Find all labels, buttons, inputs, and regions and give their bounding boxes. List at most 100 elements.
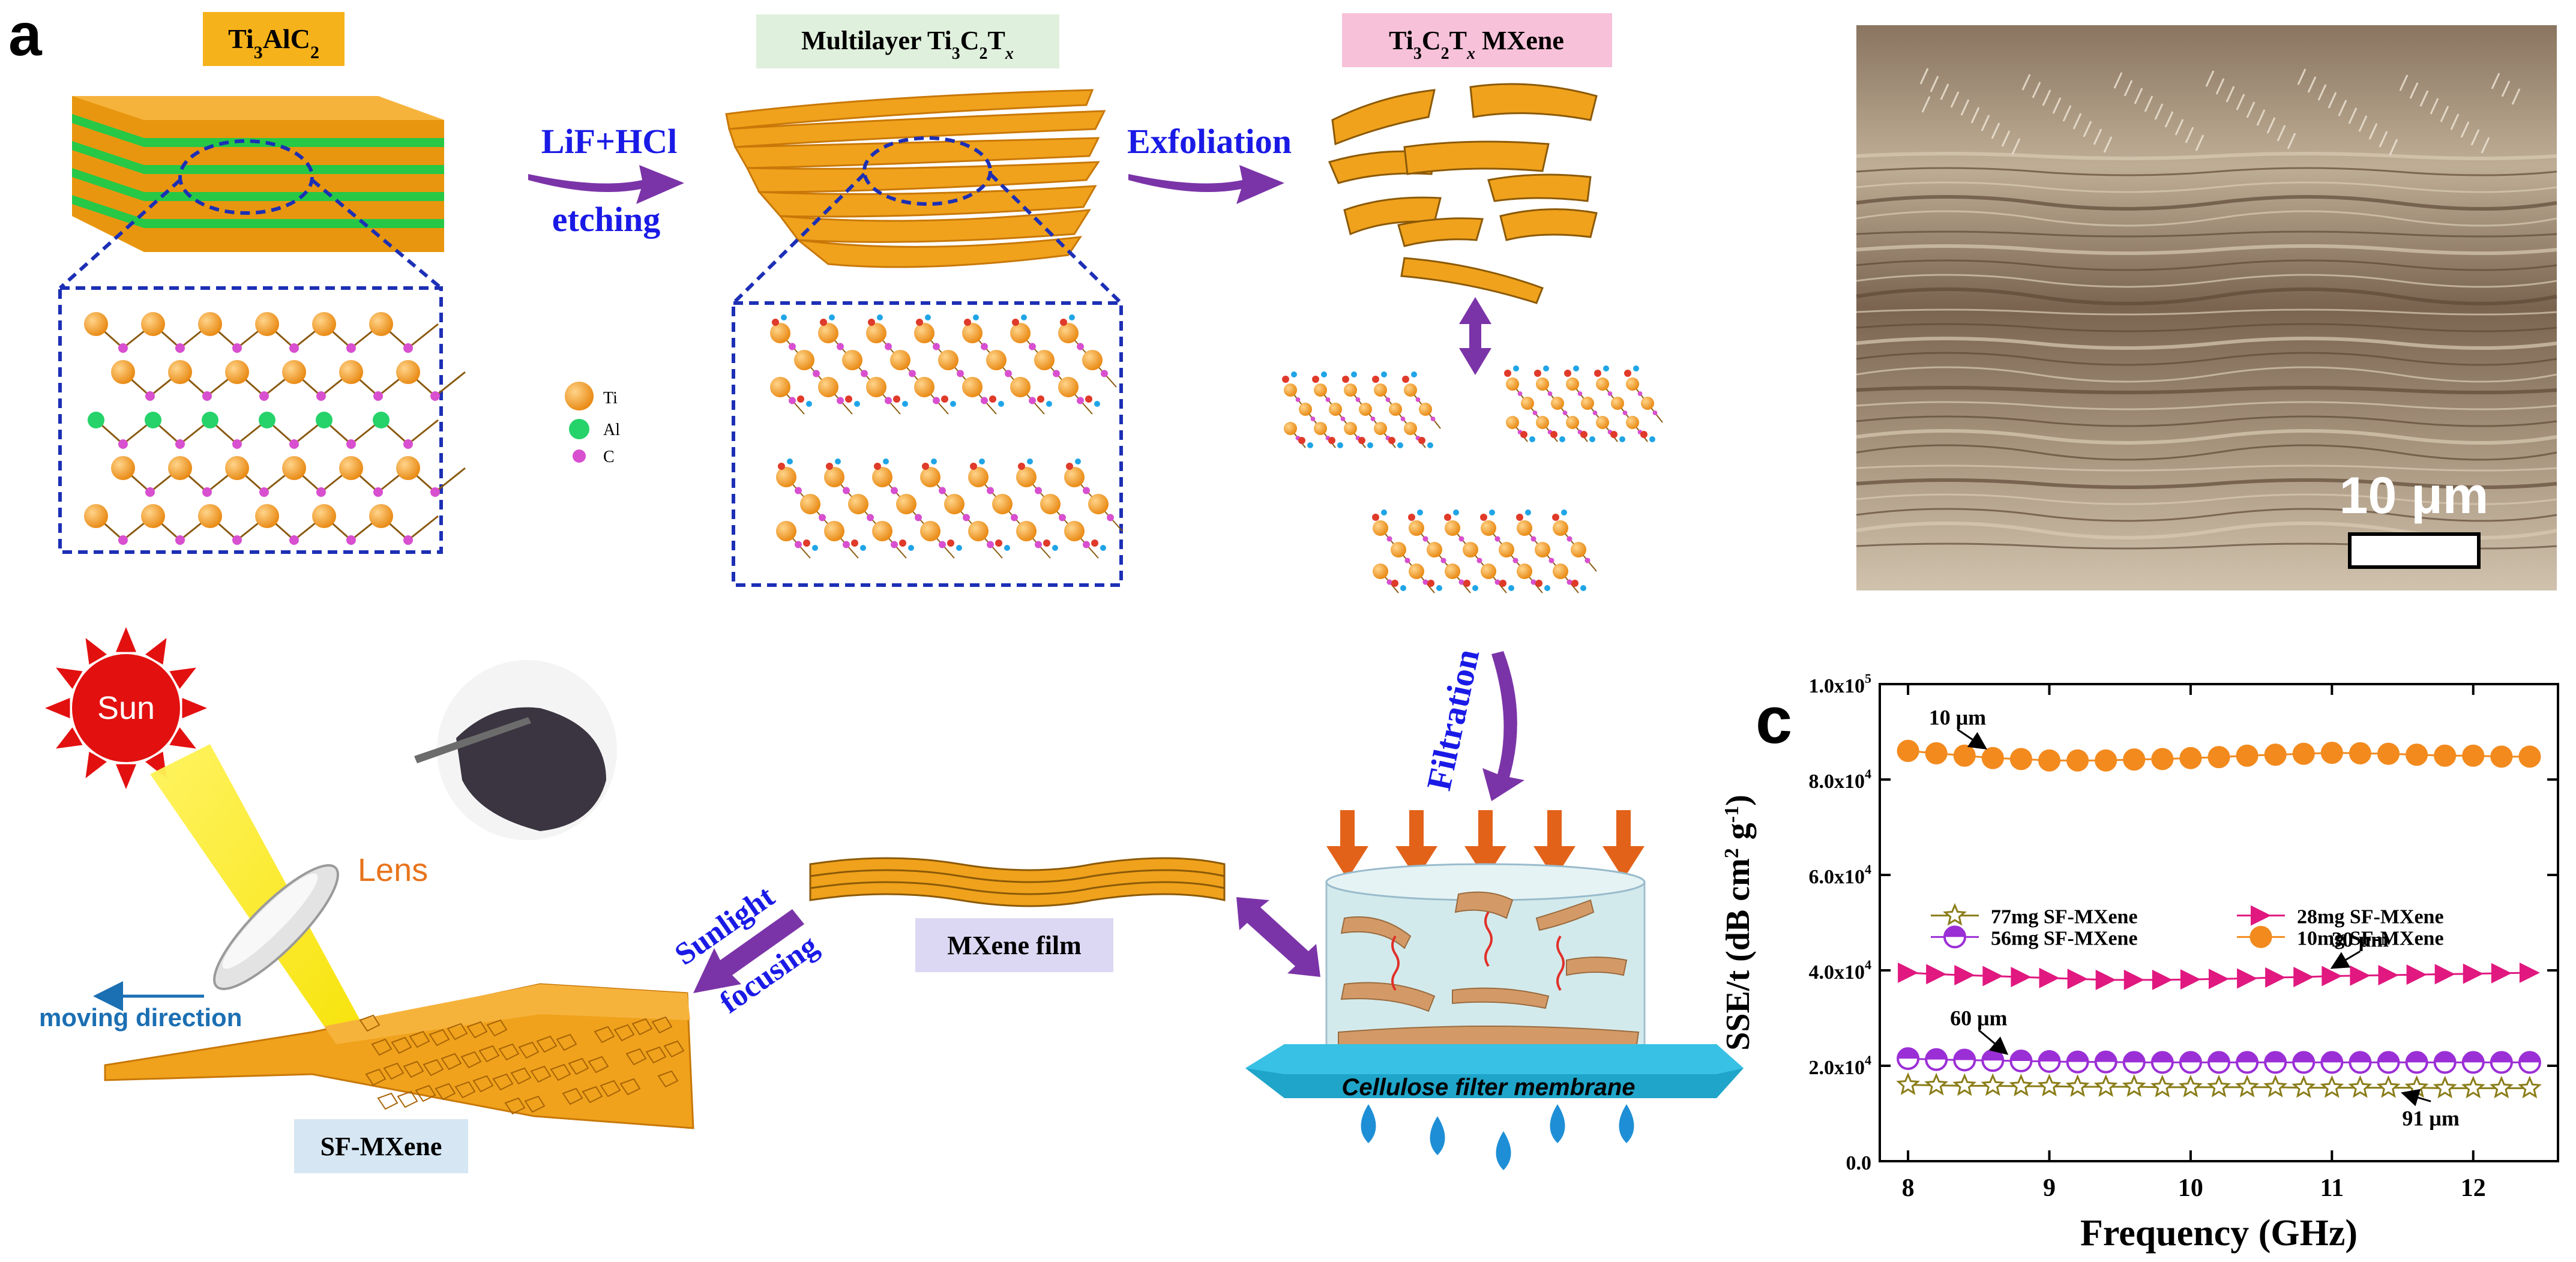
filtration-down-arrows: [1326, 810, 1645, 879]
water-drops: [1361, 1104, 1634, 1170]
data-point: [1953, 744, 1976, 767]
multilayer-title-box: Multilayer Ti3C2Tx: [756, 14, 1059, 68]
svg-text:Ti3AlC2: Ti3AlC2: [228, 23, 319, 62]
c-atom: [259, 487, 269, 497]
data-point: [1896, 1072, 1921, 1095]
c-atom: [202, 391, 212, 401]
data-point: [2378, 964, 2399, 985]
legend-label: 28mg SF-MXene: [2297, 906, 2444, 928]
data-point: [2039, 967, 2060, 988]
data-point: [2037, 1074, 2062, 1097]
c-atom: [346, 535, 356, 545]
al-atom: [202, 412, 218, 428]
data-point: [1981, 1073, 2005, 1096]
data-point: [2463, 963, 2484, 984]
x-tick-label: 9: [2043, 1174, 2056, 1202]
ti-atom: [369, 504, 393, 528]
data-point: [2178, 1074, 2203, 1098]
data-point: [1926, 964, 1947, 985]
data-point: [2406, 964, 2427, 985]
legend-marker: [1943, 925, 1966, 949]
legend-entry: 56mg SF-MXene: [1931, 925, 2138, 949]
data-point: [2322, 966, 2343, 987]
svg-text:30 μm: 30 μm: [2332, 927, 2389, 951]
lens-label: Lens: [358, 852, 428, 888]
data-point: [1952, 1073, 1977, 1096]
atom-legend: Ti Al C: [565, 382, 620, 466]
legend-entry: 77mg SF-MXene: [1931, 903, 2138, 928]
thickness-annotation: 10 μm: [1929, 706, 1988, 750]
ti-atom: [141, 504, 165, 528]
data-point: [2207, 1074, 2231, 1098]
ti-atom: [84, 504, 108, 528]
legend-marker: [2249, 925, 2272, 948]
etch-label-top: LiF+HCl: [541, 122, 677, 161]
ti-atom: [255, 312, 279, 336]
ti-atom: [111, 360, 135, 384]
data-point: [1925, 742, 1948, 765]
data-point: [2377, 742, 2400, 765]
thickness-annotation: 30 μm: [2330, 927, 2389, 969]
data-point: [2095, 969, 2116, 990]
ti-atom: [339, 456, 363, 480]
data-point: [2320, 1075, 2344, 1098]
x-tick-label: 11: [2320, 1174, 2344, 1202]
filtration-wavy-red-lines: [1391, 911, 1565, 991]
c-atom: [373, 487, 383, 497]
svg-text:Ti3C2Tx MXene: Ti3C2Tx MXene: [1389, 26, 1564, 63]
c-atom: [346, 343, 356, 353]
series-28mg-sf-mxene: [1898, 962, 2540, 990]
y-tick-label: 4.0x104: [1809, 957, 1872, 984]
data-point: [2009, 1074, 2033, 1097]
data-point: [1982, 966, 2003, 987]
data-point: [2490, 745, 2513, 768]
sem-image: 10 μm: [1856, 25, 2557, 590]
film-apparatus-double-arrow: [1236, 897, 1320, 977]
data-point: [2095, 749, 2117, 772]
plot-frame: [1879, 683, 2559, 1162]
exfoliation-double-arrow: [1459, 297, 1491, 375]
data-point: [2433, 1075, 2457, 1099]
sunlight-focusing-arrow: [693, 909, 804, 993]
data-point: [2433, 1051, 2457, 1074]
multilayer-flakes: [725, 89, 1106, 268]
ti-atom: [141, 312, 165, 336]
data-point: [1954, 964, 1975, 985]
data-point: [1898, 962, 1919, 983]
legend-label: 77mg SF-MXene: [1991, 906, 2138, 928]
moving-direction-label: moving direction: [39, 1003, 242, 1032]
y-tick-label: 0.0: [1846, 1152, 1872, 1174]
x-tick-label: 12: [2461, 1174, 2486, 1202]
data-point: [2038, 749, 2060, 772]
svg-text:60 μm: 60 μm: [1950, 1006, 2007, 1030]
ti-atom: [282, 360, 306, 384]
series-77mg-sf-mxene: [1896, 1072, 2542, 1099]
data-point: [1981, 1049, 2005, 1072]
svg-text:Ti: Ti: [603, 389, 618, 407]
data-point: [2264, 744, 2287, 766]
data-point: [2122, 1074, 2146, 1097]
c-atom: [232, 343, 242, 353]
data-point: [2067, 969, 2088, 990]
sem-scale-bar: [2348, 532, 2481, 569]
exfoliation-arrow: [1128, 165, 1284, 204]
ti-atom: [225, 456, 249, 480]
ti3alc2-title-box: Ti3AlC2: [203, 12, 345, 66]
legend-entry: 10mg SF-MXene: [2237, 925, 2444, 949]
data-point: [2292, 1075, 2316, 1098]
thickness-annotation: 60 μm: [1950, 1006, 2009, 1056]
al-atom: [145, 412, 161, 428]
data-point: [2150, 1074, 2174, 1098]
data-point: [2207, 746, 2230, 769]
data-point: [2405, 1051, 2428, 1074]
data-point: [2123, 969, 2144, 990]
sem-scale-label: 10 μm: [2340, 467, 2489, 524]
c-atom: [118, 439, 128, 449]
svg-text:MXene film: MXene film: [947, 931, 1082, 960]
data-point: [2038, 1050, 2061, 1073]
data-point: [2093, 1074, 2118, 1097]
thickness-annotation: 91 μm: [2401, 1089, 2460, 1130]
legend-entry: 28mg SF-MXene: [2237, 905, 2444, 928]
ti-atom: [396, 456, 420, 480]
